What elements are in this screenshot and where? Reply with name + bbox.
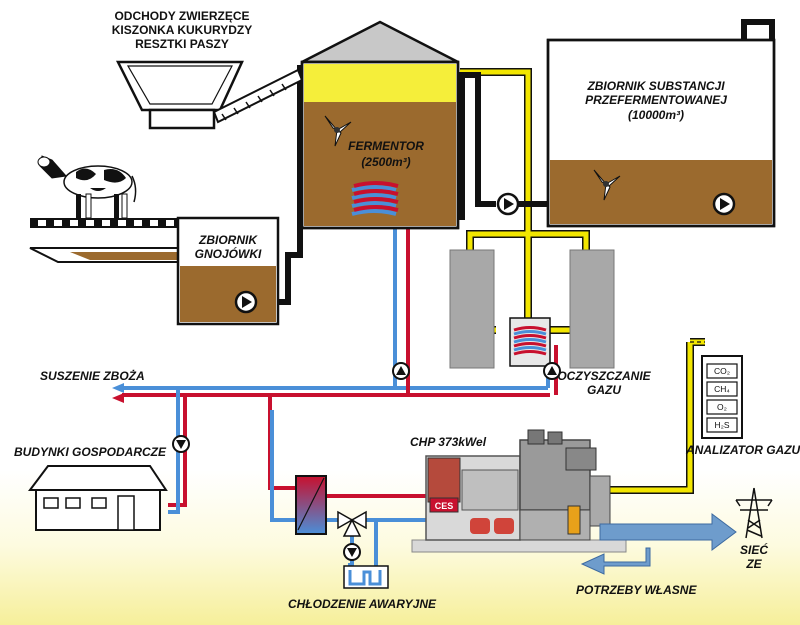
farm-buildings-label: BUDYNKI GOSPODARCZE [14,445,167,459]
grid-label-1: SIEĆ [740,542,768,557]
emergency-cooler [343,565,389,589]
engine-brand: CES [435,501,454,511]
fermentor-mixer [324,115,352,147]
storage-volume: (10000m³) [628,108,684,122]
digestate-storage-tank [546,38,776,228]
analyzer-h2s: H₂S [714,420,729,430]
grain-drying-label: SUSZENIE ZBOŻA [40,368,145,383]
analyzer-ch4: CH₄ [714,384,730,394]
heating-pump-icon [392,362,410,380]
gas-cleaning-label-2: GAZU [587,383,621,397]
gas-analyzer-label: ANALIZATOR GAZU [685,443,800,457]
feedstock-label-3: RESZTKI PASZY [135,37,229,51]
feedstock-label-1: ODCHODY ZWIERZĘCE [114,9,249,23]
analyzer-o2: O₂ [717,402,727,412]
feedstock-label-2: KISZONKA KUKURYDZY [112,23,252,37]
storage-label-1: ZBIORNIK SUBSTANCJI [586,79,725,93]
own-needs-label: POTRZEBY WŁASNE [576,583,697,597]
chp-label: CHP 373kWel [410,435,487,449]
barn-floor [29,218,180,263]
fermentor-volume: (2500m³) [361,155,410,169]
grid-label-2: ZE [745,557,762,571]
gas-analyzer: CO₂ CH₄ O₂ H₂S [701,355,743,439]
three-way-valve [337,510,367,537]
cow-illustration [37,155,137,219]
slurry-tank-label-1: ZBIORNIK [198,233,258,247]
slurry-tank [176,216,280,326]
storage-mixer [593,169,621,201]
labels: ODCHODY ZWIERZĘCE KISZONKA KUKURYDZY RES… [14,9,800,611]
slurry-tank-label-2: GNOJÓWKI [195,246,262,261]
storage-label-2: PRZEFERMENTOWANEJ [585,93,727,107]
heat-exchanger [295,475,327,535]
gas-cleaning-label-1: OCZYSZCZANIE [557,369,651,383]
chp-unit: CES [411,429,627,553]
storage-pump-icon [712,192,736,216]
farm-building [28,465,168,531]
analyzer-co2: CO₂ [714,366,730,376]
power-pylon-icon [735,487,773,539]
gas-cleaning-units [449,249,615,369]
slurry-pump-icon [234,290,258,314]
fermentor-label: FERMENTOR [348,139,424,153]
drying-arrows [112,383,124,403]
fermentor-pump-icon [496,192,520,216]
emergency-cooling-label: CHŁODZENIE AWARYJNE [288,597,437,611]
fermentor-heating-coil [351,181,399,216]
cleaning-pump-icon [543,362,561,380]
feed-hopper [115,60,304,130]
pumps [172,192,736,561]
cooling-pump-icon [343,543,361,561]
buildings-pump-icon [172,435,190,453]
power-arrows [580,513,737,575]
